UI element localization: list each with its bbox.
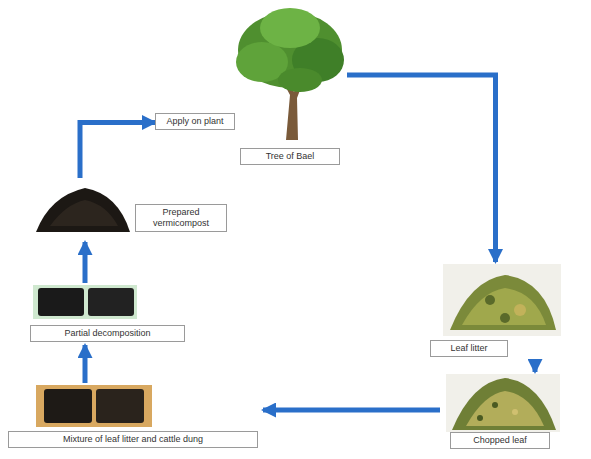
step-label: Prepared vermicompost [135,204,227,232]
step-node: Partial decomposition [25,283,190,345]
mixture-blocks-picture [36,385,152,427]
flow-arrow [83,345,88,383]
flow-arrow [80,123,155,179]
flow-arrow [533,360,538,372]
step-label: Apply on plant [155,113,235,130]
step-label: Partial decomposition [30,325,185,342]
step-node: Tree of Bael [232,5,347,167]
chopped-leaf-picture [446,374,560,432]
step-label: Tree of Bael [240,148,340,165]
tree-picture [236,8,344,140]
step-node: Leaf litter [428,262,563,360]
leaf-litter-picture [443,264,561,336]
step-label: Mixture of leaf litter and cattle dung [8,431,258,448]
step-node: Chopped leaf [440,372,562,451]
step-label: Chopped leaf [450,432,550,449]
step-node: Prepared vermicompost [30,178,230,242]
step-node: Apply on plant [155,113,235,132]
decomposition-blocks-picture [33,285,137,319]
flow-arrow [347,75,496,262]
vermicompost-picture [36,188,130,232]
flow-arrow [83,242,88,283]
flow-arrow [263,408,440,413]
step-label: Leaf litter [430,340,508,357]
step-node: Mixture of leaf litter and cattle dung [8,383,263,451]
